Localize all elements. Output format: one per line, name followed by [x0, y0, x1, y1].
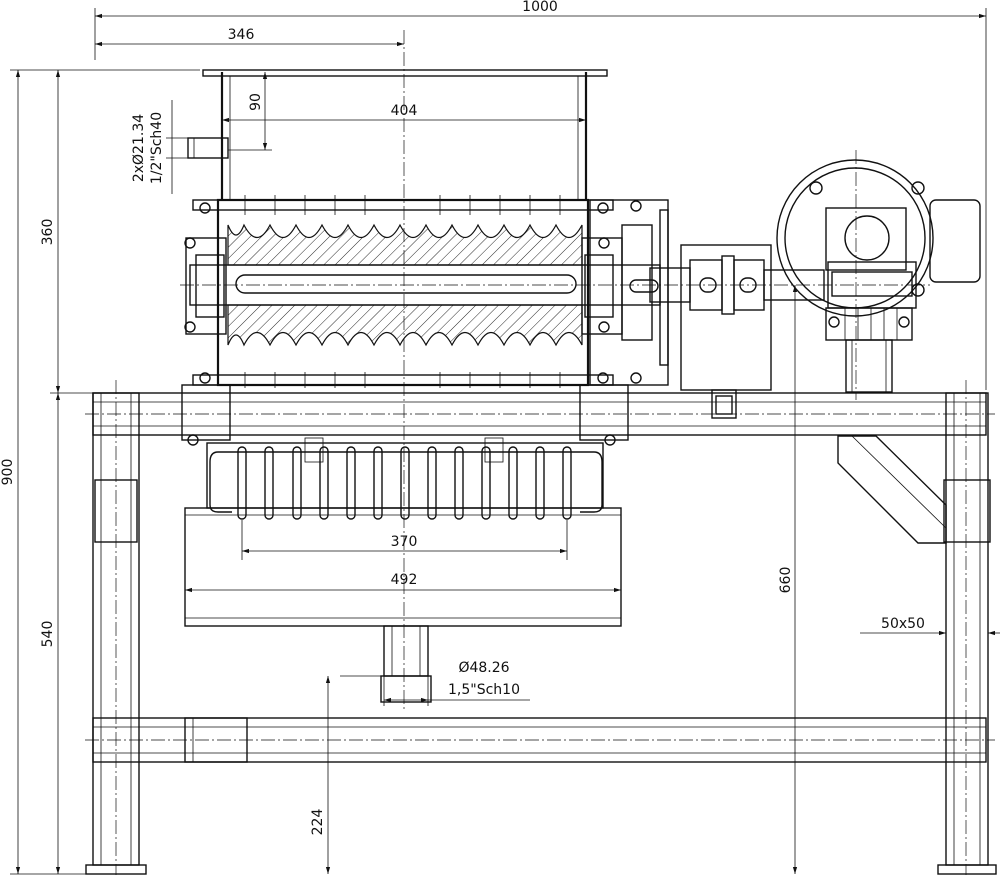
- center-lines: [115, 30, 967, 875]
- dim-center-offset: 346: [228, 27, 255, 43]
- dim-overall-height: 900: [0, 459, 16, 486]
- dim-outlet-schedule: 1,5"Sch10: [448, 682, 520, 698]
- dim-nozzle-size: 2xØ21.34: [131, 114, 147, 182]
- mixer-body: [181, 69, 669, 446]
- heater-tubes: [237, 446, 572, 520]
- dim-profile: 50x50: [881, 616, 925, 632]
- dim-nozzle-schedule: 1/2"Sch40: [149, 112, 165, 184]
- dim-lower-height: 540: [40, 621, 56, 648]
- dim-outlet-height: 224: [310, 809, 326, 836]
- dimension-lines: [10, 8, 1000, 875]
- heater-trough: [184, 437, 622, 703]
- dimension-labels: 1000 346 90 404 2xØ21.34 1/2"Sch40 360 9…: [0, 0, 925, 835]
- dim-upper-height: 360: [40, 219, 56, 246]
- dim-trough-width: 492: [391, 572, 418, 588]
- frame: [85, 392, 997, 875]
- flange-bolts: [244, 195, 561, 388]
- dim-overall-width: 1000: [522, 0, 558, 15]
- drive-assembly: [629, 159, 981, 419]
- dim-motor-height: 660: [778, 567, 794, 594]
- dim-inner-width: 404: [391, 103, 418, 119]
- rotor-upper: [227, 223, 583, 266]
- dim-heater-span: 370: [391, 534, 418, 550]
- dim-hopper-height: 90: [248, 93, 264, 111]
- rotor-lower: [227, 304, 583, 347]
- dim-outlet-diameter: Ø48.26: [458, 660, 509, 676]
